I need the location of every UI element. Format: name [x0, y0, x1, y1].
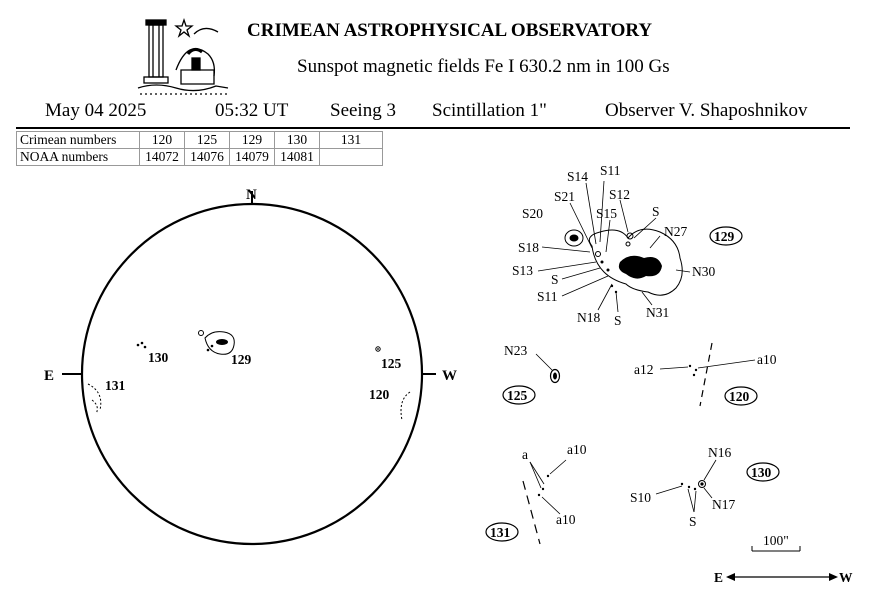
- scale-bar: 100": [751, 533, 801, 552]
- panel-id: 120: [729, 389, 750, 404]
- panel-id: 130: [751, 465, 772, 480]
- panel-label: N31: [646, 305, 669, 320]
- panel-label: S11: [600, 163, 621, 178]
- panel-id-oval: [746, 462, 780, 482]
- table-cell: 14079: [229, 148, 275, 166]
- observation-date: May 04 2025: [45, 100, 147, 121]
- panel-region-129: S11 S14 S12 S21 S15 S S20 N27 S18 S13 S …: [512, 163, 743, 328]
- panel-label: S13: [512, 263, 533, 278]
- west-label: W: [442, 368, 457, 384]
- table-cell: 14081: [274, 148, 320, 166]
- panel-label: S11: [537, 289, 558, 304]
- panel-label: S15: [596, 206, 617, 221]
- panel-label: N27: [664, 224, 687, 239]
- table-cell: [319, 148, 383, 166]
- solar-disk: N E W 130 129 125 131: [44, 187, 457, 546]
- panel-label: a10: [757, 352, 777, 367]
- panel-region-130: N16 S10 N17 S 130: [630, 445, 780, 529]
- panel-id-oval: [485, 522, 519, 542]
- panel-id-oval: [724, 386, 758, 406]
- panel-region-131: a a10 a10 131: [485, 442, 587, 545]
- panel-label: S21: [554, 189, 575, 204]
- direction-arrow: E W: [714, 570, 853, 585]
- panel-label: a10: [556, 512, 576, 527]
- table-cell: 131: [319, 131, 383, 149]
- noaa-row: NOAA numbers 14072 14076 14079 14081: [16, 148, 383, 166]
- table-cell: 125: [184, 131, 230, 149]
- panel-label: S10: [630, 490, 651, 505]
- panel-label: S: [689, 514, 697, 529]
- observation-time: 05:32 UT: [215, 100, 289, 121]
- region-numbers-table: Crimean numbers 120 125 129 130 131 NOAA…: [16, 131, 383, 166]
- panel-label: a10: [567, 442, 587, 457]
- crimean-row: Crimean numbers 120 125 129 130 131: [16, 131, 383, 149]
- region-label: 130: [148, 350, 169, 365]
- table-cell: 14072: [139, 148, 185, 166]
- panel-label: N17: [712, 497, 735, 512]
- panel-label: N23: [504, 343, 527, 358]
- panel-id-oval: [709, 226, 743, 246]
- observatory-logo: [137, 17, 229, 95]
- panel-label: S: [614, 313, 622, 328]
- panel-label: S: [551, 272, 559, 287]
- direction-east-label: E: [714, 570, 723, 585]
- panel-label: S: [652, 204, 660, 219]
- region-label: 129: [231, 352, 252, 367]
- disk-region-131: 131: [87, 378, 126, 415]
- scintillation-value: Scintillation 1": [432, 100, 547, 121]
- panel-label: N30: [692, 264, 715, 279]
- scale-label: 100": [763, 533, 789, 548]
- table-cell: 14076: [184, 148, 230, 166]
- disk-region-125: 125: [375, 346, 402, 371]
- direction-west-label: W: [839, 570, 853, 585]
- observer-name: Observer V. Shaposhnikov: [605, 100, 808, 121]
- east-label: E: [44, 368, 54, 384]
- region-label: 120: [369, 387, 390, 402]
- region-label: 125: [381, 356, 402, 371]
- region-label: 131: [105, 378, 126, 393]
- table-cell: 130: [274, 131, 320, 149]
- panel-label: S14: [567, 169, 588, 184]
- panel-id: 131: [490, 525, 511, 540]
- panel-id-oval: [502, 385, 536, 405]
- disk-region-129: 129: [198, 330, 252, 367]
- disk-outline: [80, 202, 424, 546]
- north-label: N: [246, 187, 257, 203]
- panel-label: a: [522, 447, 528, 462]
- page-subtitle: Sunspot magnetic fields Fe I 630.2 nm in…: [297, 56, 670, 77]
- panel-label: N16: [708, 445, 731, 460]
- disk-region-120: 120: [369, 387, 411, 421]
- panel-id: 125: [507, 388, 528, 403]
- panel-label: S20: [522, 206, 543, 221]
- disk-region-130: 130: [136, 341, 169, 365]
- panel-region-120: a12 a10 120: [634, 342, 777, 407]
- table-cell: 120: [139, 131, 185, 149]
- panel-id: 129: [714, 229, 735, 244]
- panel-label: S12: [609, 187, 630, 202]
- panel-label: a12: [634, 362, 654, 377]
- panel-region-125: N23 125: [502, 343, 561, 405]
- page-title: CRIMEAN ASTROPHYSICAL OBSERVATORY: [247, 20, 653, 41]
- panel-label: S18: [518, 240, 539, 255]
- header-divider: [16, 127, 850, 129]
- panel-label: N18: [577, 310, 600, 325]
- observation-info: May 04 2025 05:32 UT Seeing 3 Scintillat…: [0, 100, 877, 126]
- seeing-value: Seeing 3: [330, 100, 396, 121]
- table-cell: NOAA numbers: [16, 148, 140, 166]
